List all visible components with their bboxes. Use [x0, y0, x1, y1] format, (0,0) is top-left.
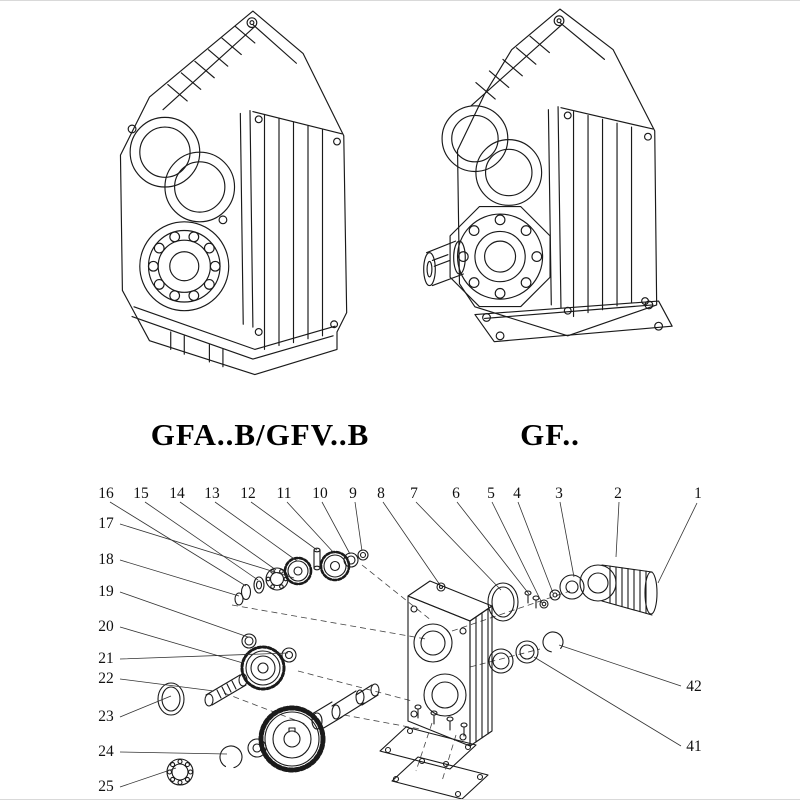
left-foot [131, 306, 336, 368]
cover-plates [379, 704, 489, 799]
upper-shaft-cluster [234, 547, 369, 663]
leader-lines [109, 501, 698, 788]
output-shaft [311, 683, 380, 730]
part-number-3: 3 [555, 485, 563, 502]
large-output-gear [258, 705, 326, 773]
part-number-16: 16 [98, 485, 114, 502]
part-number-20: 20 [98, 618, 114, 635]
oil-seal [157, 682, 185, 716]
part-number-5: 5 [487, 485, 495, 502]
left-gearbox-figure [119, 10, 348, 376]
left-housing-outline [119, 10, 348, 376]
input-gasket [487, 582, 519, 622]
exploded-view-figure: 16 15 14 13 12 11 10 9 8 7 6 5 4 3 2 1 1… [98, 485, 702, 799]
part-number-19: 19 [98, 583, 114, 600]
part-number-21: 21 [98, 650, 114, 667]
part-number-9: 9 [349, 485, 357, 502]
assembly-axis-lines [223, 564, 571, 782]
input-plug [549, 589, 561, 601]
right-housing-outline [456, 8, 658, 337]
part-number-17: 17 [98, 515, 114, 532]
right-gearbox-figure [423, 8, 673, 343]
thrust-washer [247, 738, 267, 758]
part-numbers-right: 42 41 [686, 678, 702, 755]
part-number-8: 8 [377, 485, 385, 502]
input-bolts [524, 590, 549, 609]
retaining-ring [219, 745, 243, 769]
right-output-shaft [423, 240, 466, 287]
left-output-bearing [139, 221, 230, 312]
part-number-24: 24 [98, 743, 114, 760]
part-number-4: 4 [513, 485, 521, 502]
motor-adapter [579, 564, 658, 616]
left-front-bosses [127, 116, 236, 225]
part-number-1: 1 [694, 485, 702, 502]
part-numbers-top: 16 15 14 13 12 11 10 9 8 7 6 5 4 3 2 1 [98, 485, 702, 502]
right-side-ribs [563, 111, 652, 318]
right-output-flange [449, 206, 551, 308]
part-number-14: 14 [169, 485, 185, 502]
part-number-12: 12 [240, 485, 256, 502]
part-number-41: 41 [686, 738, 702, 755]
ball-bearing [166, 758, 194, 786]
part-number-13: 13 [204, 485, 220, 502]
model-label-right: GF.. [520, 417, 580, 452]
part-number-15: 15 [133, 485, 149, 502]
part-number-42: 42 [686, 678, 702, 695]
left-side-ribs [254, 113, 341, 350]
part-number-7: 7 [410, 485, 418, 502]
part-number-6: 6 [452, 485, 460, 502]
part-number-25: 25 [98, 778, 114, 795]
right-front-bosses [441, 105, 543, 206]
part-number-23: 23 [98, 708, 114, 725]
part-numbers-left: 17 18 19 20 21 22 23 24 25 [98, 515, 114, 795]
intermediate-gear [240, 645, 286, 691]
part-number-18: 18 [98, 551, 114, 568]
input-coupling [559, 574, 585, 600]
part-number-2: 2 [614, 485, 622, 502]
part-number-10: 10 [312, 485, 328, 502]
right-base-flange [474, 300, 673, 343]
seal-rings [488, 631, 564, 674]
part-number-11: 11 [277, 485, 292, 502]
spline-shaft [204, 673, 248, 707]
part-number-22: 22 [98, 670, 114, 687]
model-label-left: GFA..B/GFV..B [150, 417, 370, 452]
